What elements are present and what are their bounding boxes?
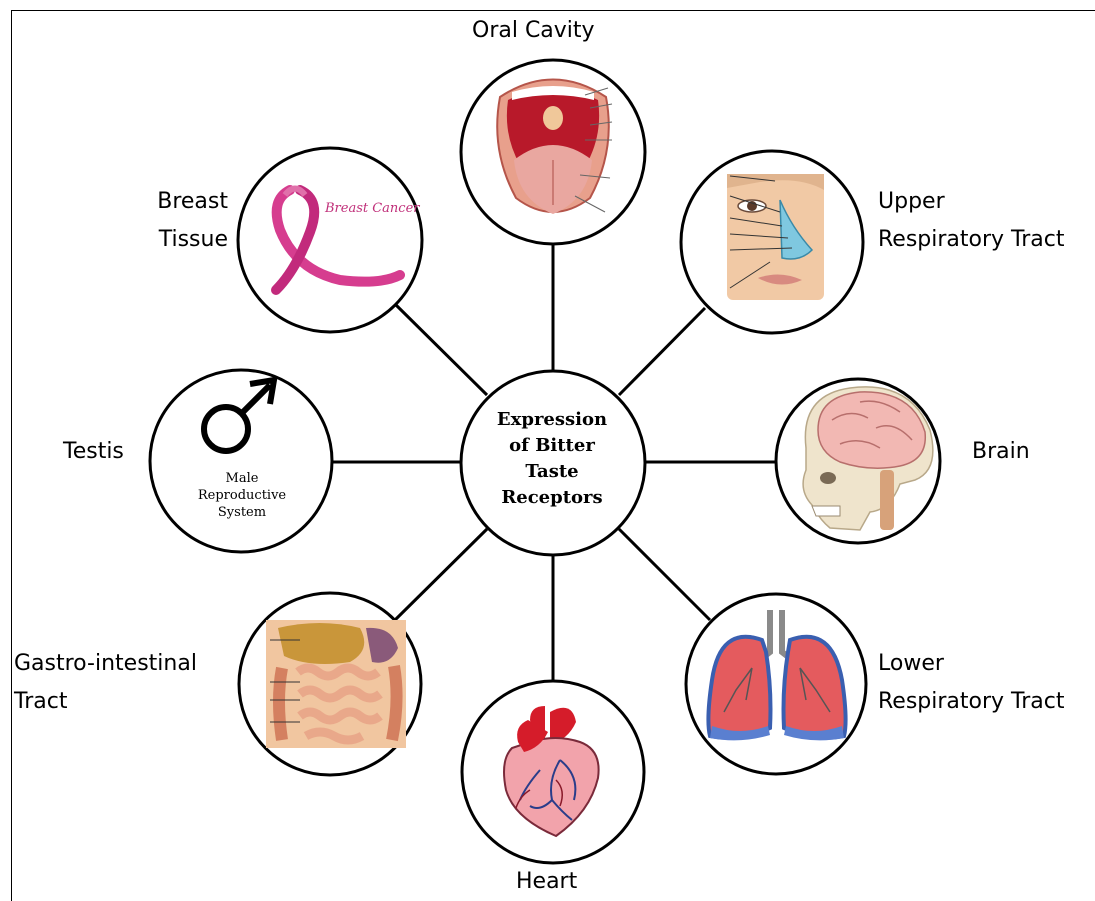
intestine-icon: [266, 620, 406, 748]
label-heart: Heart: [516, 863, 577, 901]
label-upper-respiratory-line-1: Upper: [878, 183, 1065, 221]
male-line-1: Male: [182, 470, 302, 487]
label-upper-respiratory: Upper Respiratory Tract: [878, 183, 1065, 259]
label-gastrointestinal: Gastro-intestinal Tract: [14, 645, 197, 721]
center-line-2: of Bitter: [475, 433, 629, 459]
label-breast: Breast Tissue: [126, 183, 228, 259]
breast-cancer-text: Breast Cancer: [325, 201, 420, 216]
label-lower-respiratory: Lower Respiratory Tract: [878, 645, 1065, 721]
center-line-3: Taste: [475, 459, 629, 485]
center-line-1: Expression: [475, 407, 629, 433]
connector-breast: [395, 304, 487, 395]
male-reproductive-text: Male Reproductive System: [182, 470, 302, 521]
label-lower-respiratory-line-1: Lower: [878, 645, 1065, 683]
testis-circle: [150, 370, 332, 552]
breast-circle: [238, 148, 422, 332]
center-line-4: Receptors: [475, 485, 629, 511]
label-brain: Brain: [972, 433, 1030, 471]
connector-gastrointestinal: [395, 529, 487, 620]
male-line-3: System: [182, 504, 302, 521]
male-line-2: Reproductive: [182, 487, 302, 504]
center-title: Expression of Bitter Taste Receptors: [475, 407, 629, 511]
label-breast-line-1: Breast: [126, 183, 228, 221]
label-breast-line-2: Tissue: [126, 221, 228, 259]
label-lower-respiratory-line-2: Respiratory Tract: [878, 683, 1065, 721]
connector-lower-respiratory: [619, 529, 710, 620]
label-upper-respiratory-line-2: Respiratory Tract: [878, 221, 1065, 259]
connector-upper-respiratory: [619, 308, 705, 395]
label-gastrointestinal-line-1: Gastro-intestinal: [14, 645, 197, 683]
label-oral-cavity: Oral Cavity: [472, 12, 595, 50]
label-gastrointestinal-line-2: Tract: [14, 683, 197, 721]
nose-icon: [727, 174, 824, 300]
label-testis: Testis: [63, 433, 124, 471]
